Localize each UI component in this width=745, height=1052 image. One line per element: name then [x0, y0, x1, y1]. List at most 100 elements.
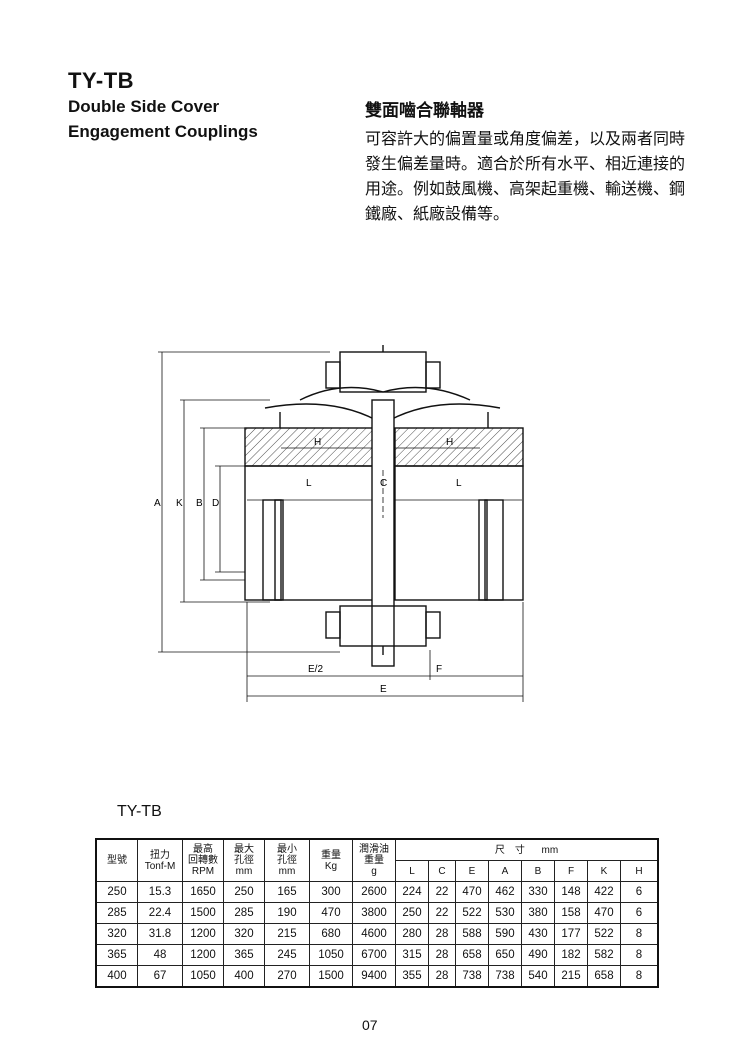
- table-cell: 215: [554, 965, 588, 988]
- header-dim-col: L: [395, 860, 429, 882]
- table-cell: 31.8: [137, 923, 183, 945]
- table-cell: 8: [620, 965, 659, 988]
- table-cell: 4600: [352, 923, 396, 945]
- coupling-drawing: A K B D H H L C L E/2 F E: [154, 345, 524, 702]
- table-cell: 582: [587, 944, 621, 966]
- dim-label-f: F: [436, 664, 442, 675]
- dim-label-e: E: [380, 684, 387, 695]
- table-cell: 680: [309, 923, 353, 945]
- table-cell: 320: [95, 923, 138, 945]
- table-cell: 158: [554, 902, 588, 924]
- table-cell: 658: [455, 944, 489, 966]
- header-dim-col: K: [587, 860, 621, 882]
- header-dim-col: E: [455, 860, 489, 882]
- table-cell: 250: [395, 902, 429, 924]
- table-cell: 590: [488, 923, 522, 945]
- table-cell: 522: [455, 902, 489, 924]
- table-cell: 182: [554, 944, 588, 966]
- header-dimensions: 尺 寸 mm: [395, 838, 659, 861]
- table-cell: 738: [488, 965, 522, 988]
- table-cell: 285: [223, 902, 265, 924]
- table-cell: 3800: [352, 902, 396, 924]
- page-number: 07: [362, 1017, 378, 1033]
- table-cell: 470: [455, 881, 489, 903]
- table-cell: 400: [95, 965, 138, 988]
- dim-label-a: A: [154, 498, 161, 509]
- english-title-line2: Engagement Couplings: [68, 122, 258, 141]
- dim-label-h-right: H: [446, 437, 453, 448]
- table-cell: 22: [428, 881, 456, 903]
- table-cell: 270: [264, 965, 310, 988]
- table-cell: 430: [521, 923, 555, 945]
- table-cell: 177: [554, 923, 588, 945]
- english-title-line1: Double Side Cover: [68, 97, 220, 116]
- table-cell: 28: [428, 923, 456, 945]
- table-cell: 48: [137, 944, 183, 966]
- table-cell: 540: [521, 965, 555, 988]
- table-cell: 490: [521, 944, 555, 966]
- table-cell: 400: [223, 965, 265, 988]
- table-cell: 1650: [182, 881, 224, 903]
- table-cell: 22.4: [137, 902, 183, 924]
- dim-label-c: C: [380, 478, 387, 489]
- table-cell: 1050: [309, 944, 353, 966]
- chinese-title: 雙面嚙合聯軸器: [365, 101, 484, 121]
- table-title: TY-TB: [117, 803, 162, 820]
- table-cell: 224: [395, 881, 429, 903]
- table-cell: 165: [264, 881, 310, 903]
- table-cell: 315: [395, 944, 429, 966]
- table-cell: 15.3: [137, 881, 183, 903]
- table-cell: 650: [488, 944, 522, 966]
- table-cell: 365: [223, 944, 265, 966]
- table-cell: 6700: [352, 944, 396, 966]
- model-title: TY-TB: [68, 68, 135, 93]
- header-dim-col: F: [554, 860, 588, 882]
- table-cell: 190: [264, 902, 310, 924]
- table-cell: 462: [488, 881, 522, 903]
- table-cell: 1050: [182, 965, 224, 988]
- table-cell: 738: [455, 965, 489, 988]
- table-cell: 330: [521, 881, 555, 903]
- table-cell: 22: [428, 902, 456, 924]
- header-dim-col: B: [521, 860, 555, 882]
- table-cell: 148: [554, 881, 588, 903]
- table-cell: 215: [264, 923, 310, 945]
- table-cell: 522: [587, 923, 621, 945]
- dim-label-e-half: E/2: [308, 664, 323, 675]
- table-cell: 588: [455, 923, 489, 945]
- table-cell: 6: [620, 881, 659, 903]
- table-cell: 300: [309, 881, 353, 903]
- header-model: 型號: [95, 838, 138, 882]
- header-dim-col: A: [488, 860, 522, 882]
- table-cell: 67: [137, 965, 183, 988]
- table-cell: 320: [223, 923, 265, 945]
- table-cell: 355: [395, 965, 429, 988]
- table-cell: 245: [264, 944, 310, 966]
- dim-label-k: K: [176, 498, 183, 509]
- table-cell: 422: [587, 881, 621, 903]
- dim-label-b: B: [196, 498, 203, 509]
- chinese-description: 可容許大的偏置量或角度偏差，以及兩者同時發生偏差量時。適合於所有水平、相近連接的…: [365, 129, 686, 223]
- dim-label-l-right: L: [456, 478, 462, 489]
- dim-label-h-left: H: [314, 437, 321, 448]
- table-cell: 280: [395, 923, 429, 945]
- table-cell: 8: [620, 944, 659, 966]
- dim-label-l-left: L: [306, 478, 312, 489]
- table-cell: 285: [95, 902, 138, 924]
- table-cell: 1500: [309, 965, 353, 988]
- table-cell: 6: [620, 902, 659, 924]
- table-cell: 365: [95, 944, 138, 966]
- dim-label-d: D: [212, 498, 219, 509]
